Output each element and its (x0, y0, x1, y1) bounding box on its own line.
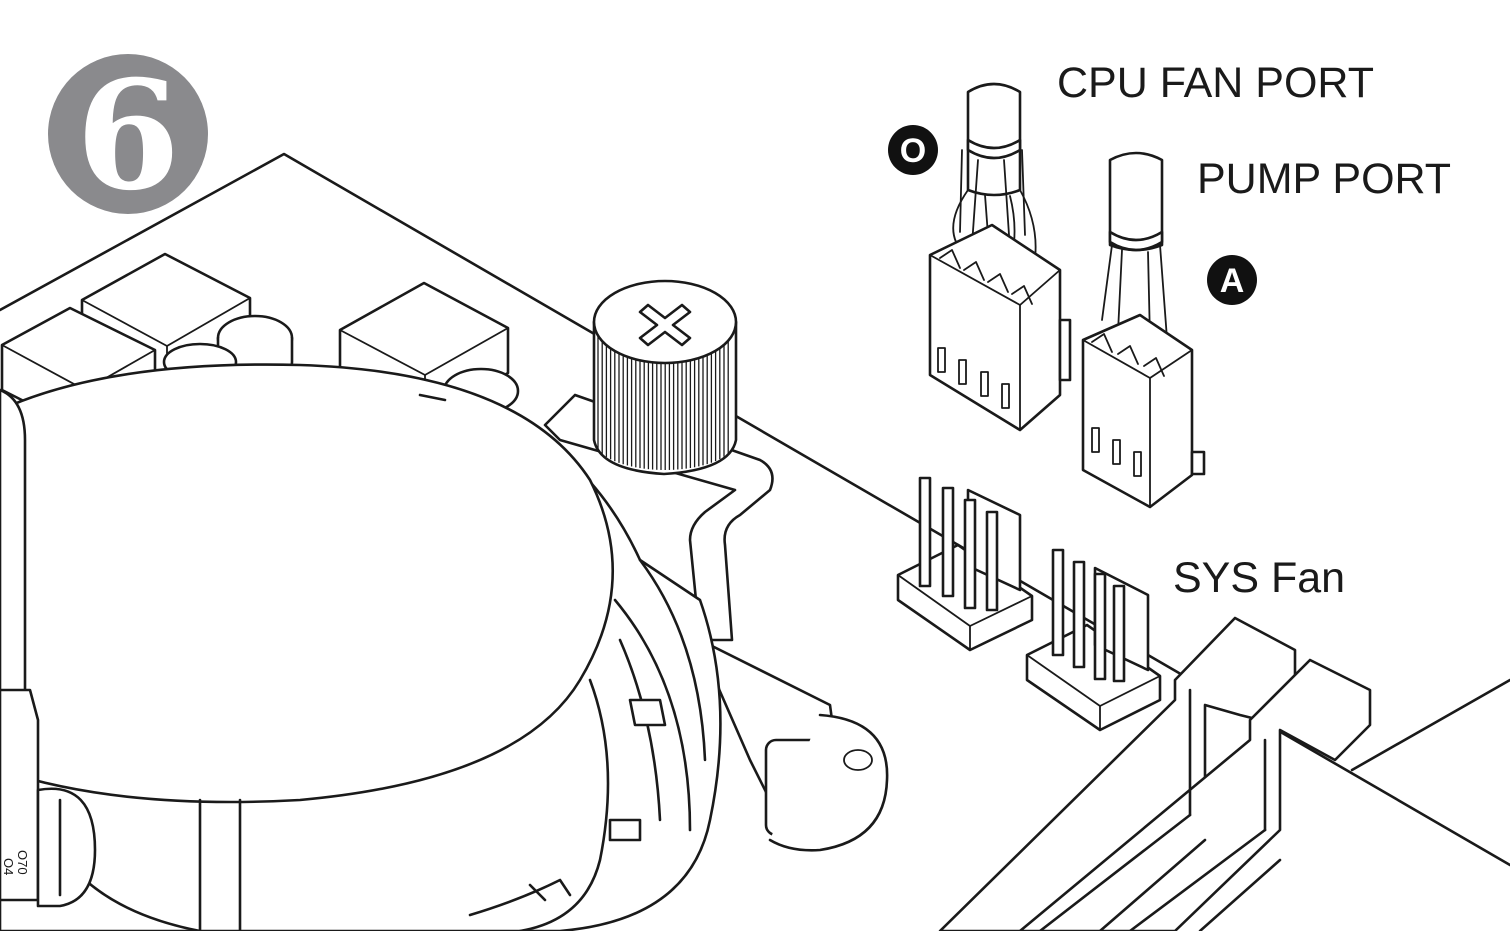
pump-tube: O70 O4 (0, 388, 97, 908)
sys-fan-headers (896, 476, 1162, 732)
cpu-fan-connector (928, 82, 1072, 432)
marker-o-badge: O (888, 125, 938, 175)
cross-head (638, 303, 692, 347)
tube-print-line-2: O4 (1, 858, 16, 875)
thumb-screw (592, 279, 738, 476)
marker-a-label: A (1220, 262, 1245, 300)
pump-connector (1081, 151, 1206, 509)
ram-slots (938, 616, 1372, 931)
marker-a-badge: A (1207, 255, 1257, 305)
step-number: 6 (76, 48, 180, 224)
step-number-badge: 6 (48, 48, 208, 224)
pump-port-label: PUMP PORT (1197, 155, 1451, 203)
cpu-fan-port-label: CPU FAN PORT (1057, 59, 1374, 107)
pump-head (0, 363, 722, 931)
sys-fan-label: SYS Fan (1173, 554, 1345, 602)
tube-print-line-1: O70 (15, 850, 30, 875)
marker-o-label: O (900, 132, 926, 170)
